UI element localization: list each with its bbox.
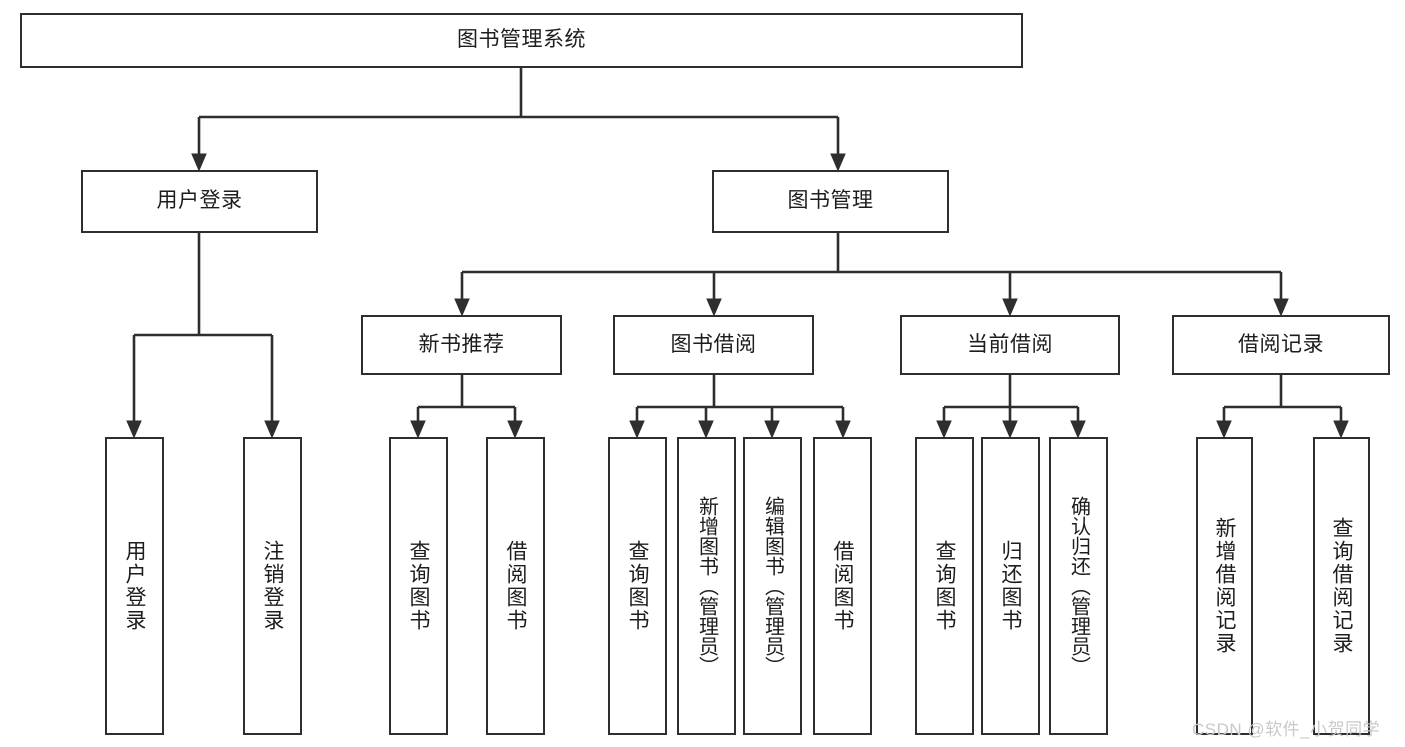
node-new-book-recommend-label: 新书推荐 <box>418 332 505 356</box>
node-borrow-record[interactable]: 借阅记录 <box>1172 315 1390 375</box>
node-book-borrow-label: 图书借阅 <box>670 332 757 356</box>
node-leaf-query-book-2[interactable]: 查询图书 <box>608 437 667 735</box>
node-leaf-add-record-label: 新增借阅记录 <box>1213 517 1236 655</box>
node-leaf-query-book-2-label: 查询图书 <box>626 540 649 632</box>
node-leaf-borrow-book-2[interactable]: 借阅图书 <box>813 437 872 735</box>
node-borrow-record-label: 借阅记录 <box>1238 332 1324 356</box>
node-book-manage-label: 图书管理 <box>787 189 874 213</box>
node-leaf-return-book[interactable]: 归还图书 <box>981 437 1040 735</box>
node-leaf-query-book-1[interactable]: 查询图书 <box>389 437 448 735</box>
node-new-book-recommend[interactable]: 新书推荐 <box>361 315 562 375</box>
node-leaf-query-record-label: 查询借阅记录 <box>1330 517 1353 655</box>
node-user-login-label: 用户登录 <box>156 189 243 213</box>
node-leaf-query-book-3[interactable]: 查询图书 <box>915 437 974 735</box>
node-user-login[interactable]: 用户登录 <box>81 170 318 233</box>
node-leaf-confirm-return-label: 确认归还（管理员） <box>1067 496 1090 676</box>
node-leaf-user-logout-label: 注销登录 <box>261 540 284 632</box>
node-leaf-add-record[interactable]: 新增借阅记录 <box>1196 437 1253 735</box>
node-leaf-add-book[interactable]: 新增图书（管理员） <box>677 437 736 735</box>
node-leaf-query-book-3-label: 查询图书 <box>933 540 956 632</box>
node-leaf-query-book-1-label: 查询图书 <box>407 540 430 632</box>
node-leaf-add-book-label: 新增图书（管理员） <box>695 496 718 676</box>
node-root-label: 图书管理系统 <box>457 28 586 52</box>
node-leaf-user-logout[interactable]: 注销登录 <box>243 437 302 735</box>
node-current-borrow[interactable]: 当前借阅 <box>900 315 1120 375</box>
node-leaf-confirm-return[interactable]: 确认归还（管理员） <box>1049 437 1108 735</box>
node-leaf-user-login-label: 用户登录 <box>123 540 146 632</box>
node-leaf-borrow-book-2-label: 借阅图书 <box>831 540 854 632</box>
node-book-borrow[interactable]: 图书借阅 <box>613 315 814 375</box>
node-leaf-borrow-book-1[interactable]: 借阅图书 <box>486 437 545 735</box>
node-book-manage[interactable]: 图书管理 <box>712 170 949 233</box>
node-leaf-user-login[interactable]: 用户登录 <box>105 437 164 735</box>
node-leaf-query-record[interactable]: 查询借阅记录 <box>1313 437 1370 735</box>
node-leaf-borrow-book-1-label: 借阅图书 <box>504 540 527 632</box>
node-leaf-edit-book[interactable]: 编辑图书（管理员） <box>743 437 802 735</box>
node-current-borrow-label: 当前借阅 <box>967 332 1053 356</box>
node-leaf-return-book-label: 归还图书 <box>999 540 1022 632</box>
node-leaf-edit-book-label: 编辑图书（管理员） <box>761 496 784 676</box>
node-root[interactable]: 图书管理系统 <box>20 13 1023 68</box>
